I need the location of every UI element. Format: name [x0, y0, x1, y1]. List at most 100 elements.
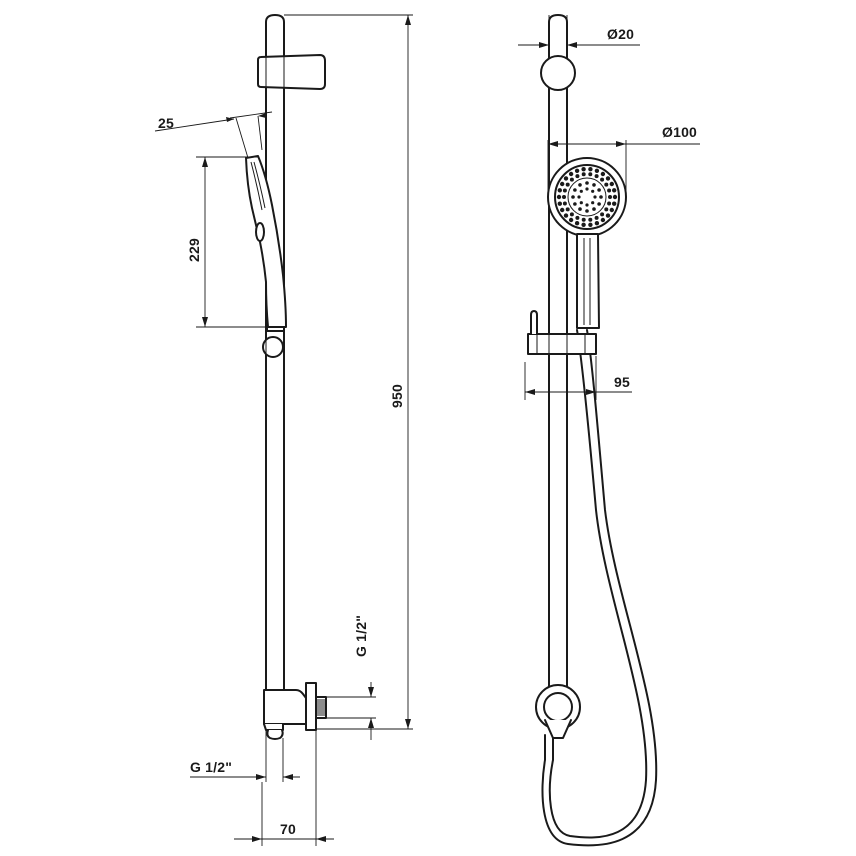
nozzle-dot — [578, 207, 582, 211]
nozzle-dot — [565, 207, 570, 212]
nozzle-dot — [600, 177, 605, 182]
nozzle-dot — [591, 201, 595, 205]
nozzle-dot — [571, 195, 575, 199]
nozzle-dot — [575, 174, 580, 179]
nozzle-dot — [562, 195, 566, 199]
nozzle-dot — [592, 207, 596, 211]
side-rail — [265, 14, 285, 691]
nozzle-dot — [563, 213, 569, 218]
nozzle-dot — [592, 183, 596, 187]
nozzle-dot — [585, 209, 589, 213]
nozzle-dot — [581, 167, 586, 172]
dim-angle-label: 25 — [158, 115, 174, 131]
nozzle-dot — [579, 201, 583, 205]
nozzle-dot — [609, 207, 614, 213]
nozzle-dot — [581, 222, 586, 227]
dim-outlet-projection: 70 — [234, 730, 334, 846]
nozzle-dot — [562, 188, 567, 193]
front-rail — [548, 14, 568, 701]
nozzle-dot — [597, 188, 601, 192]
front-wall-outlet — [535, 684, 581, 739]
nozzle-dot — [607, 201, 612, 206]
dim-holder-projection-label: 95 — [614, 374, 630, 390]
dim-angle: 25 — [154, 111, 273, 159]
nozzle-dot — [562, 201, 567, 206]
nozzle-dot — [578, 183, 582, 187]
nozzle-dot — [581, 172, 586, 177]
front-hose — [541, 329, 658, 847]
nozzle-dot — [600, 171, 606, 177]
nozzle-dot — [556, 194, 562, 200]
dim-outlet-projection-label: 70 — [280, 821, 296, 837]
nozzle-dot — [560, 207, 565, 213]
nozzle-dot — [581, 217, 586, 222]
dim-head-diameter: Ø100 — [547, 124, 700, 197]
nozzle-dot — [573, 188, 577, 192]
nozzle-dot — [585, 203, 589, 207]
nozzle-dot — [594, 221, 600, 226]
nozzle-dot — [557, 201, 562, 206]
nozzle-dot — [568, 217, 574, 223]
front-view: Ø20 Ø100 95 — [518, 14, 700, 847]
dim-handshower-length-label: 229 — [186, 238, 202, 262]
nozzle-dot — [573, 202, 577, 206]
nozzle-dot — [594, 168, 600, 173]
nozzle-dot — [574, 168, 580, 173]
dim-handshower-length: 229 — [186, 156, 268, 328]
nozzle-dot — [569, 177, 574, 182]
spray-nozzles — [556, 167, 618, 227]
dim-outlet-thread-horizontal-label: G 1/2" — [190, 759, 232, 775]
dim-rail-diameter-label: Ø20 — [607, 26, 634, 42]
nozzle-dot — [591, 189, 595, 193]
nozzle-dot — [597, 202, 601, 206]
dim-total-height-label: 950 — [389, 384, 405, 408]
nozzle-dot — [588, 222, 593, 227]
side-wall-outlet — [263, 682, 327, 740]
nozzle-dot — [579, 189, 583, 193]
nozzle-dot — [585, 181, 589, 185]
nozzle-dot — [563, 176, 569, 181]
nozzle-dot — [588, 217, 593, 222]
nozzle-dot — [594, 174, 599, 179]
nozzle-dot — [577, 195, 581, 199]
nozzle-dot — [594, 215, 599, 220]
nozzle-dot — [612, 201, 617, 206]
nozzle-dot — [605, 176, 611, 181]
dim-outlet-thread-horizontal: G 1/2" — [190, 730, 300, 782]
nozzle-dot — [557, 188, 562, 193]
nozzle-dot — [609, 181, 614, 187]
dim-head-diameter-label: Ø100 — [662, 124, 697, 140]
side-view: 25 229 950 G 1/2" — [154, 14, 413, 846]
nozzle-dot — [608, 195, 612, 199]
nozzle-dot — [604, 182, 609, 187]
nozzle-dot — [569, 212, 574, 217]
nozzle-dot — [585, 187, 589, 191]
nozzle-dot — [574, 221, 580, 226]
nozzle-dot — [607, 188, 612, 193]
dim-rail-diameter: Ø20 — [518, 15, 640, 50]
front-slider-holder — [527, 310, 597, 355]
front-shower-head — [547, 157, 627, 329]
nozzle-dot — [599, 195, 603, 199]
nozzle-dot — [604, 207, 609, 212]
nozzle-dot — [605, 213, 611, 218]
nozzle-dot — [612, 194, 618, 200]
dim-total-height: 950 — [284, 14, 413, 730]
nozzle-dot — [575, 215, 580, 220]
dim-outlet-thread-vertical: G 1/2" — [326, 615, 376, 740]
nozzle-dot — [612, 188, 617, 193]
nozzle-dot — [600, 212, 605, 217]
side-hand-shower — [245, 155, 287, 332]
nozzle-dot — [588, 167, 593, 172]
side-top-holder — [257, 54, 326, 90]
nozzle-dot — [565, 182, 570, 187]
front-top-cap — [540, 55, 576, 91]
side-ball-holder — [262, 336, 285, 358]
nozzle-dot — [560, 181, 565, 187]
nozzle-dot — [593, 195, 597, 199]
nozzle-dot — [588, 172, 593, 177]
nozzle-dot — [568, 171, 574, 177]
dim-outlet-thread-vertical-label: G 1/2" — [353, 615, 369, 657]
